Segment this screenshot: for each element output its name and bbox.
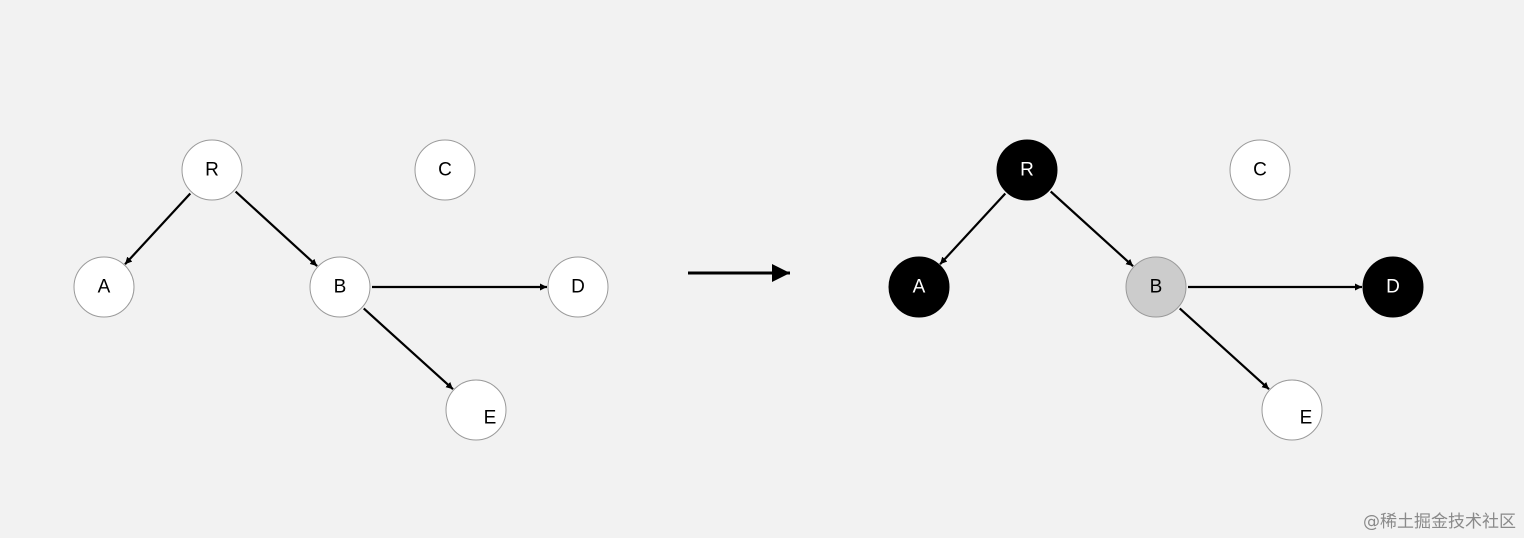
node-a: A xyxy=(888,256,950,318)
node-e: E xyxy=(1261,379,1323,441)
node-circle xyxy=(414,139,476,201)
node-label: B xyxy=(334,277,347,298)
node-circle xyxy=(1229,139,1291,201)
node-label: R xyxy=(1020,160,1034,181)
node-circle xyxy=(888,256,950,318)
watermark-text: @稀土掘金技术社区 xyxy=(1363,512,1516,532)
node-c: C xyxy=(414,139,476,201)
node-label: A xyxy=(98,277,111,298)
node-circle xyxy=(1362,256,1424,318)
edge-r-to-a xyxy=(124,192,192,265)
node-label: R xyxy=(205,160,219,181)
node-circle xyxy=(181,139,243,201)
graph-before: R C A B D E xyxy=(73,139,609,441)
node-circle xyxy=(309,256,371,318)
node-label: C xyxy=(1253,160,1267,181)
node-circle xyxy=(1261,379,1323,441)
edge-r-to-b xyxy=(234,190,318,267)
node-circle xyxy=(445,379,507,441)
node-r: R xyxy=(996,139,1058,201)
edge-r-to-b xyxy=(1049,190,1134,267)
node-label: A xyxy=(913,277,926,298)
node-r: R xyxy=(181,139,243,201)
edge-r-to-a xyxy=(939,192,1007,265)
edge-b-to-e xyxy=(1178,307,1270,391)
node-d: D xyxy=(547,256,609,318)
node-b: B xyxy=(309,256,371,318)
edge-b-to-e xyxy=(362,307,454,391)
node-label: C xyxy=(438,160,452,181)
node-c: C xyxy=(1229,139,1291,201)
node-circle xyxy=(73,256,135,318)
graph-after: R C A B D E xyxy=(888,139,1424,441)
node-b: B xyxy=(1125,256,1187,318)
node-d: D xyxy=(1362,256,1424,318)
node-label: E xyxy=(484,408,497,429)
node-label: B xyxy=(1150,277,1163,298)
node-circle xyxy=(1125,256,1187,318)
node-circle xyxy=(996,139,1058,201)
node-a: A xyxy=(73,256,135,318)
node-e: E xyxy=(445,379,507,441)
node-label: D xyxy=(571,277,585,298)
node-label: E xyxy=(1300,408,1313,429)
node-label: D xyxy=(1386,277,1400,298)
node-circle xyxy=(547,256,609,318)
